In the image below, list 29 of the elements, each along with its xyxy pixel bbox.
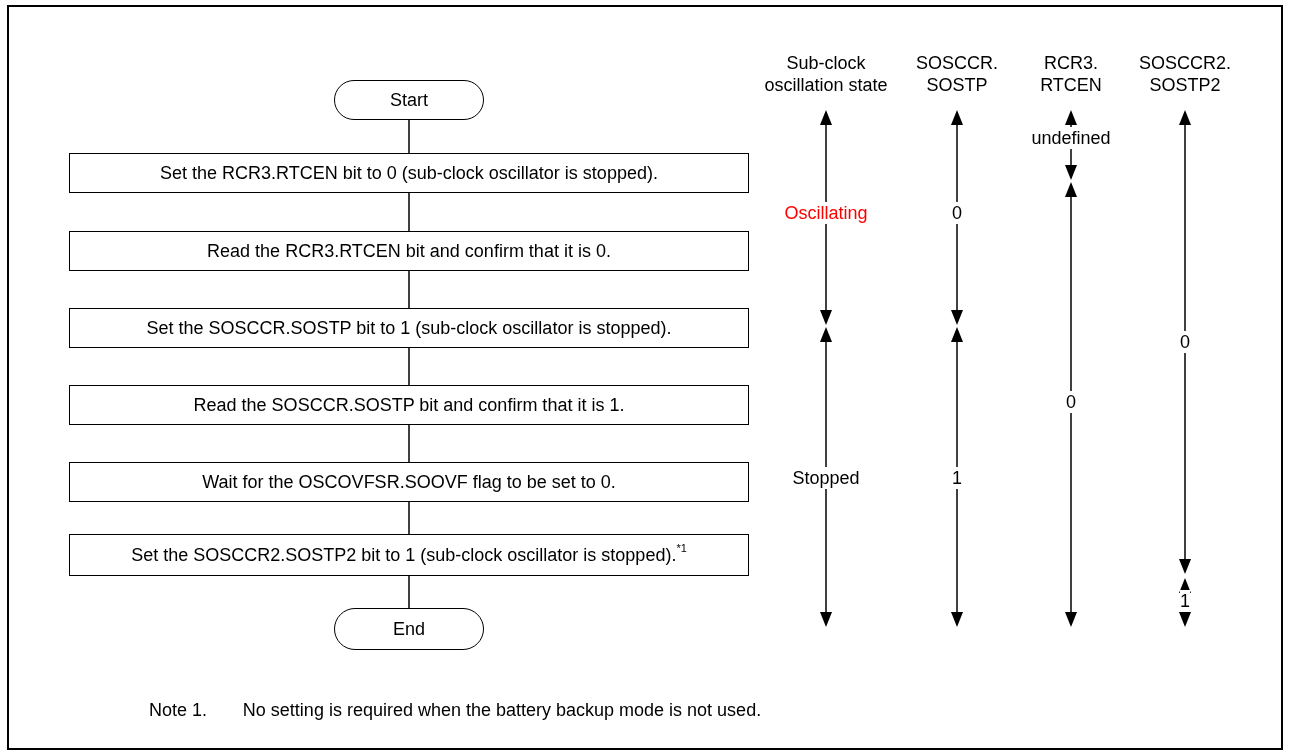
- terminator-shape: Start: [334, 80, 484, 120]
- state-label: Oscillating: [784, 202, 868, 224]
- process-box: Read the SOSCCR.SOSTP bit and confirm that it is 1.: [69, 385, 749, 425]
- state-label: 1: [1180, 590, 1190, 612]
- process-box: Set the SOSCCR.SOSTP bit to 1 (sub-clock oscillator is stopped).: [69, 308, 749, 348]
- state-label: undefined: [1031, 127, 1111, 149]
- process-box: Set the SOSCCR2.SOSTP2 bit to 1 (sub-clock oscillator is stopped).$^{*1}$: [69, 534, 749, 576]
- column-heading: Sub-clock oscillation state: [763, 52, 889, 96]
- state-label: 0: [952, 202, 962, 224]
- terminator-shape: End: [334, 608, 484, 650]
- column-heading: RCR3. RTCEN: [1039, 52, 1103, 96]
- connector-line: [408, 119, 410, 154]
- connector-line: [408, 347, 410, 386]
- note-text: No setting is required when the battery backup mode is not used.: [242, 699, 762, 721]
- connector-line: [408, 501, 410, 535]
- process-box: Set the RCR3.RTCEN bit to 0 (sub-clock oscillator is stopped).: [69, 153, 749, 193]
- state-label: 0: [1066, 391, 1076, 413]
- note-text: Note 1.: [149, 699, 207, 721]
- column-heading: SOSCCR2. SOSTP2: [1138, 52, 1232, 96]
- connector-line: [408, 424, 410, 463]
- state-label: 1: [952, 467, 962, 489]
- connector-line: [408, 270, 410, 309]
- state-label: Stopped: [792, 467, 860, 489]
- connector-line: [408, 575, 410, 609]
- state-label: 0: [1180, 331, 1190, 353]
- process-box: Read the RCR3.RTCEN bit and confirm that it is 0.: [69, 231, 749, 271]
- connector-line: [408, 192, 410, 232]
- column-heading: SOSCCR. SOSTP: [915, 52, 999, 96]
- process-box: Wait for the OSCOVFSR.SOOVF flag to be set to 0.: [69, 462, 749, 502]
